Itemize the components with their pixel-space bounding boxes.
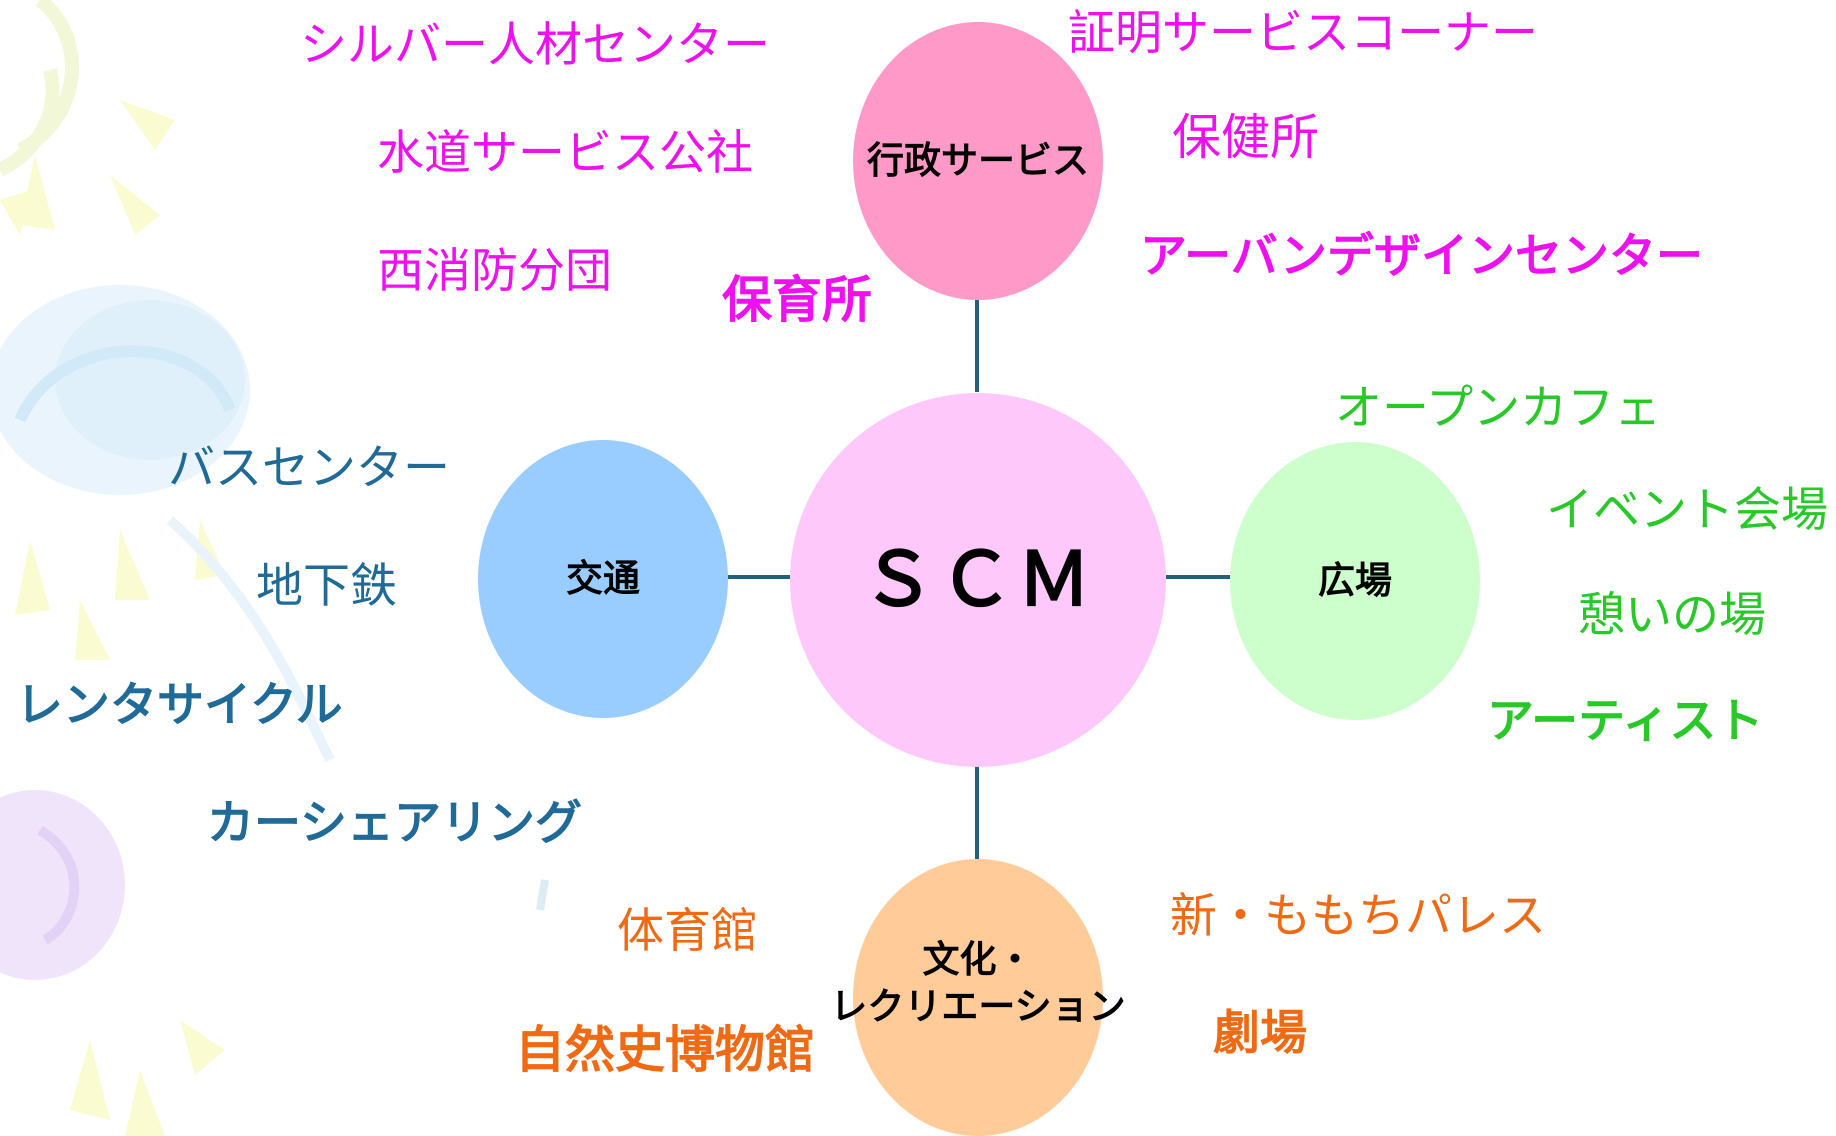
moon-decoration [0,790,125,980]
admin-item-silver-jinzai: シルバー人材センター [300,18,770,73]
transport-item-car-sharing: カーシェアリング [207,796,583,851]
plaza-item-artist: アーティスト [1487,694,1764,749]
admin-item-health-center: 保健所 [1172,109,1320,166]
hub-culture-label: 文化・ レクリエーション [830,937,1125,1030]
plaza-item-event-venue: イベント会場 [1546,483,1828,538]
admin-item-water-service: 水道サービス公社 [377,126,753,181]
connector-plaza [1166,575,1230,579]
sun-ray-decoration [0,100,225,1136]
culture-item-gymnasium: 体育館 [617,904,758,959]
hub-culture-recreation: 文化・ レクリエーション [830,859,1126,1136]
transport-item-subway: 地下鉄 [256,559,397,614]
center-node-scm: ＳＣＭ [790,393,1166,767]
culture-item-theater: 劇場 [1213,1006,1307,1061]
connector-admin [975,300,979,392]
hub-transport-label: 交通 [566,556,640,600]
admin-item-urban-design-center: アーバンデザインセンター [1140,229,1704,284]
plaza-item-open-cafe: オープンカフェ [1335,381,1662,436]
transport-item-rental-cycle: レンタサイクル [16,678,343,733]
hub-transport: 交通 [478,440,728,718]
admin-item-nursery: 保育所 [722,271,872,329]
hub-culture-label-line2: レクリエーション [830,984,1126,1028]
hub-culture-label-line1: 文化・ [922,938,1034,982]
plaza-item-relaxation-place: 憩いの場 [1578,588,1766,643]
transport-item-bus-center: バスセンター [168,441,450,496]
culture-item-momochi-palace: 新・ももちパレス [1170,889,1546,944]
admin-item-certificate-corner: 証明サービスコーナー [1068,6,1538,61]
connector-culture [975,766,979,859]
hub-plaza-label: 広場 [1318,558,1392,602]
hub-admin-service: 行政サービス [853,22,1103,300]
admin-item-fire-brigade: 西消防分団 [377,244,612,299]
connector-transport [728,575,790,579]
hub-plaza: 広場 [1230,442,1480,720]
center-node-label: ＳＣＭ [861,537,1095,621]
culture-item-natural-history-museum: 自然史博物館 [515,1021,815,1079]
hub-admin-label: 行政サービス [867,138,1089,182]
swirl-decoration-top [0,0,79,177]
